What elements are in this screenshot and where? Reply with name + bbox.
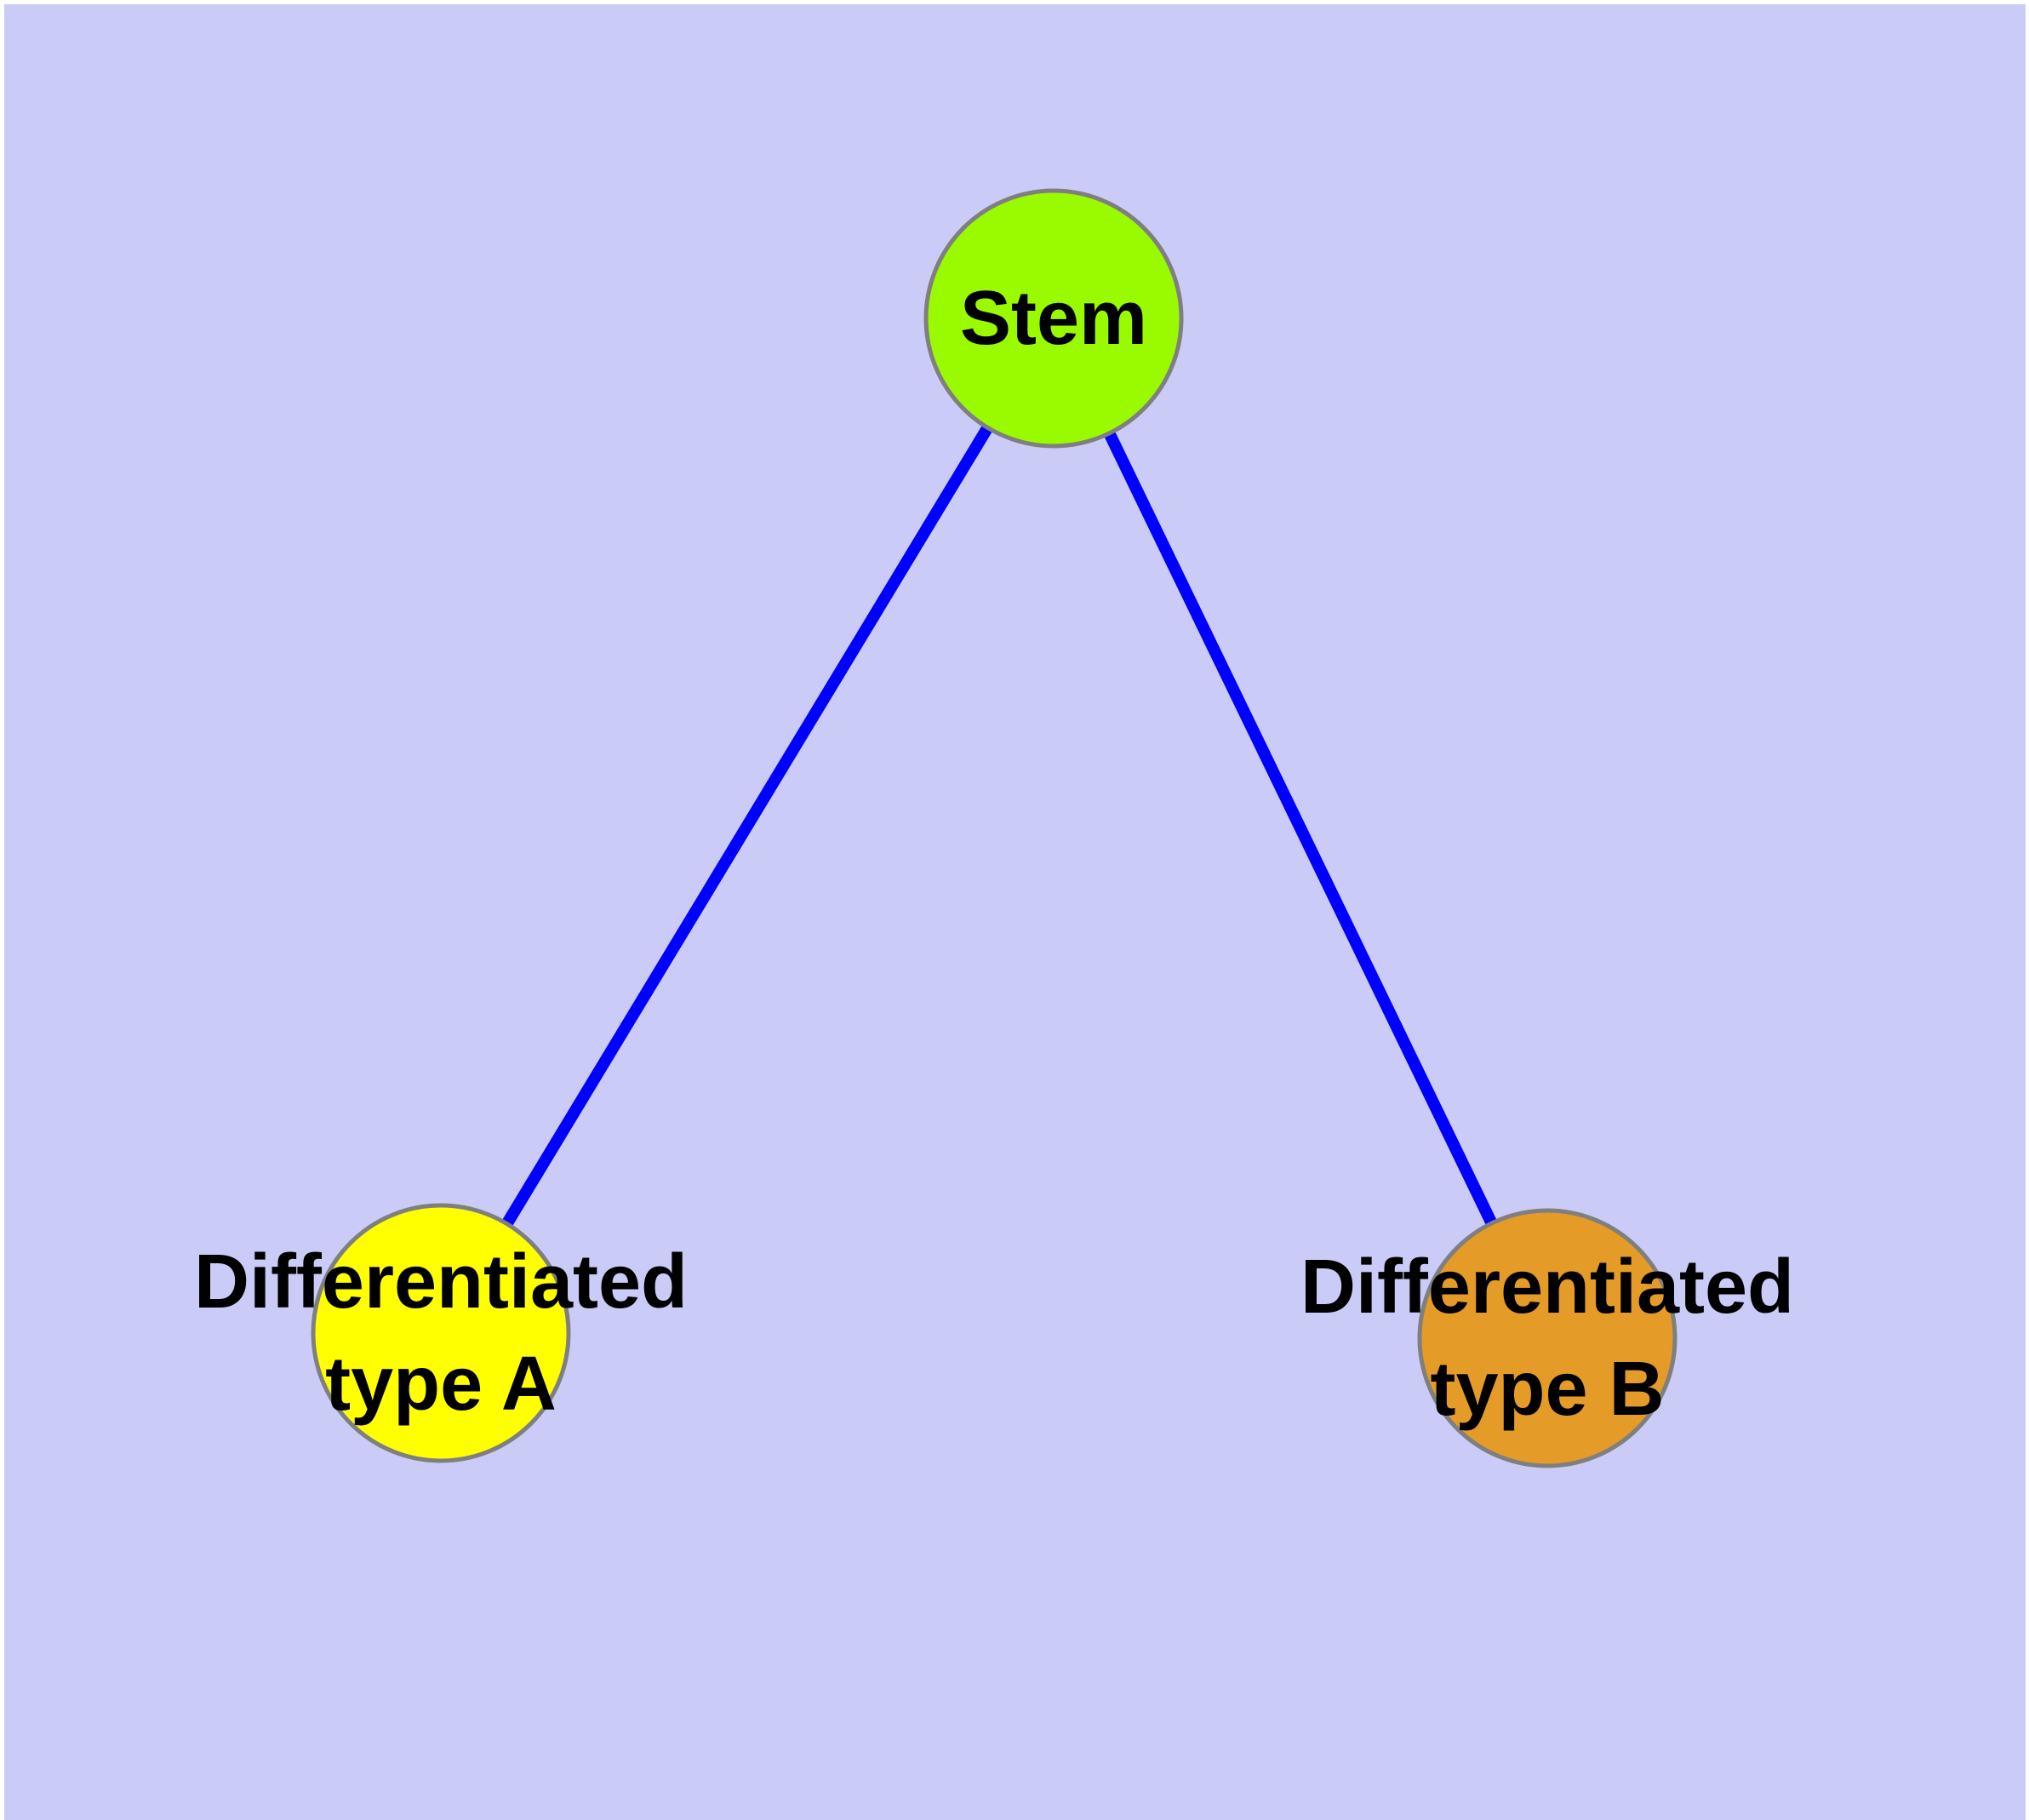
node-stem-label: Stem (960, 276, 1147, 361)
edge-stem-to-type-a[interactable] (436, 315, 1059, 1336)
node-differentiated-type-a[interactable] (311, 1203, 571, 1463)
node-type-b-label-line2: type B (1430, 1347, 1664, 1432)
node-differentiated-type-b[interactable] (1417, 1208, 1677, 1468)
edge-stem-to-type-b[interactable] (1048, 315, 1553, 1342)
node-type-a-label-line1: Differentiated (194, 1239, 688, 1325)
node-type-b-label-line1: Differentiated (1300, 1245, 1794, 1330)
node-stem[interactable] (923, 188, 1184, 449)
node-type-a-label-line2: type A (325, 1342, 557, 1427)
